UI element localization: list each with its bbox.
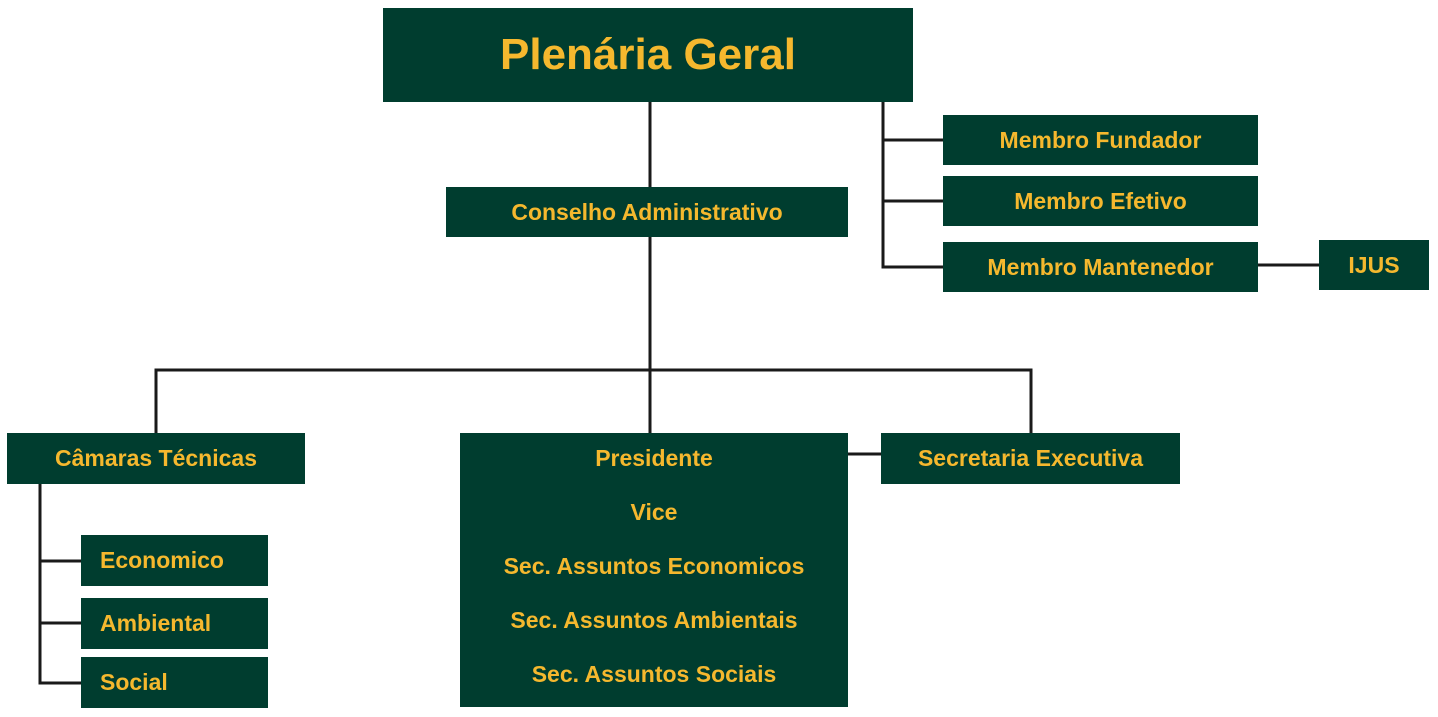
node-membro-mantenedor: Membro Mantenedor [943,242,1258,292]
node-secretaria-executiva-label: Secretaria Executiva [917,445,1144,471]
node-membro-efetivo-label: Membro Efetivo [1014,187,1187,214]
node-presidencia: Presidente Vice Sec. Assuntos Economicos… [460,433,848,707]
node-plenaria-geral-label: Plenária Geral [500,30,796,79]
node-ijus: IJUS [1319,240,1429,290]
node-conselho-administrativo-label: Conselho Administrativo [511,198,783,225]
node-plenaria-geral: Plenária Geral [383,8,913,102]
node-conselho-administrativo: Conselho Administrativo [446,187,848,237]
node-sec-sociais-label: Sec. Assuntos Sociais [531,661,777,687]
node-membro-mantenedor-label: Membro Mantenedor [987,253,1214,280]
node-sec-ambientais-label: Sec. Assuntos Ambientais [510,607,798,633]
node-economico-label: Economico [100,547,224,573]
node-social-label: Social [100,669,168,695]
node-camaras-tecnicas: Câmaras Técnicas [7,433,305,484]
node-membro-efetivo: Membro Efetivo [943,176,1258,226]
node-vice-label: Vice [630,499,678,525]
node-ambiental: Ambiental [81,598,268,649]
node-ambiental-label: Ambiental [100,610,212,636]
node-social: Social [81,657,268,708]
node-membro-fundador: Membro Fundador [943,115,1258,165]
node-economico: Economico [81,535,268,586]
node-membro-fundador-label: Membro Fundador [999,126,1202,153]
node-sec-economicos-label: Sec. Assuntos Economicos [503,553,805,579]
node-ijus-label: IJUS [1348,251,1400,278]
node-presidente-label: Presidente [595,445,713,471]
node-secretaria-executiva: Secretaria Executiva [881,433,1180,484]
node-camaras-tecnicas-label: Câmaras Técnicas [54,445,257,471]
